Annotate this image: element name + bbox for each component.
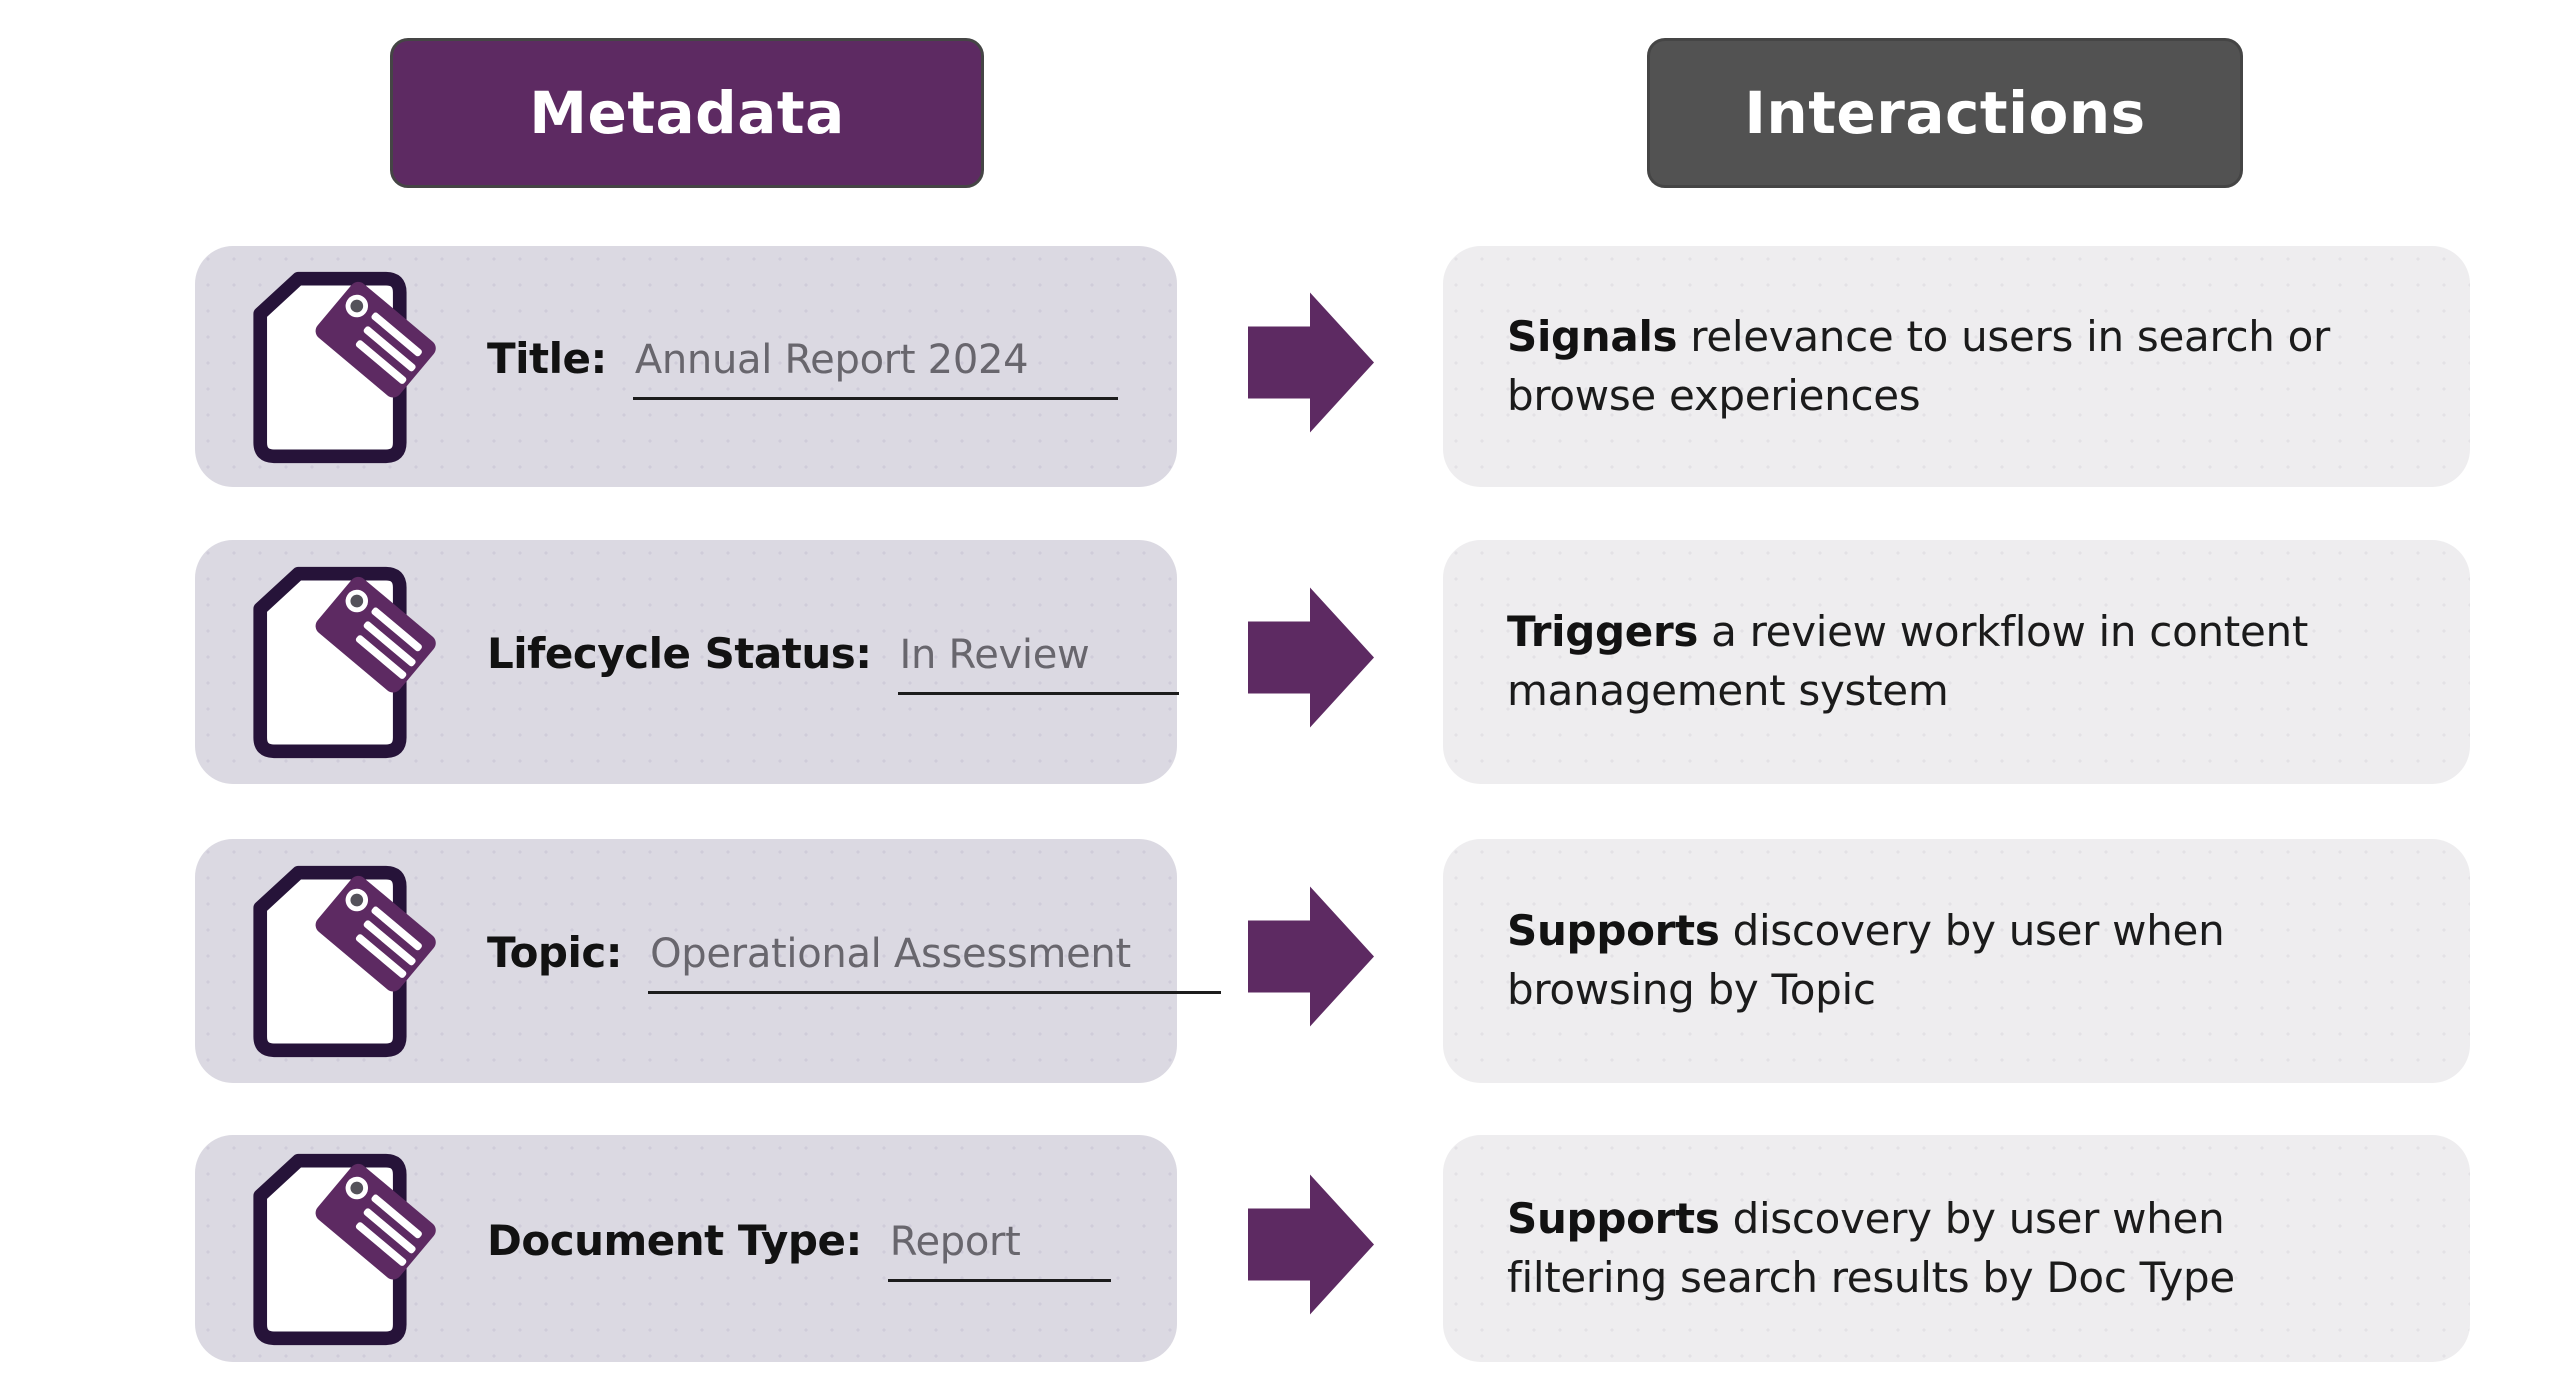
metadata-row-lifecycle-status: Lifecycle Status: In Review Triggers a r… [0, 540, 2560, 784]
metadata-row-title: Title: Annual Report 2024 Signals releva… [0, 246, 2560, 487]
header-pill-interactions-label: Interactions [1744, 79, 2146, 147]
interaction-keyword: Supports [1507, 1193, 1720, 1243]
interaction-card: Signals relevance to users in search or … [1443, 246, 2470, 487]
interaction-line2: management system [1507, 666, 1949, 715]
interaction-line1: discovery by user when [1719, 1193, 2225, 1243]
metadata-card: Lifecycle Status: In Review [195, 540, 1180, 784]
metadata-row-document-type: Document Type: Report Supports discovery… [0, 1135, 2560, 1362]
interaction-keyword: Supports [1507, 906, 1720, 956]
header-pill-metadata: Metadata [390, 38, 984, 188]
document-with-tag-icon [251, 1149, 447, 1349]
interaction-line1: discovery by user when [1719, 906, 2225, 956]
field-label: Lifecycle Status: [487, 629, 872, 678]
metadata-field: Topic: Operational Assessment [487, 928, 1221, 994]
interaction-keyword: Triggers [1507, 607, 1699, 657]
interaction-text: Supports discovery by user when browsing… [1507, 902, 2225, 1020]
field-value: Annual Report 2024 [632, 337, 1119, 400]
metadata-card: Topic: Operational Assessment [195, 839, 1221, 1083]
interaction-text: Triggers a review workflow in content ma… [1507, 603, 2308, 721]
document-with-tag-icon [251, 267, 447, 467]
interaction-line2: filtering search results by Doc Type [1507, 1252, 2235, 1302]
arrow-right-icon [1248, 1168, 1374, 1320]
interaction-line1: a review workflow in content [1698, 607, 2308, 657]
interaction-line2: browse experiences [1507, 370, 1921, 420]
interaction-line1: relevance to users in search or [1677, 311, 2331, 361]
field-value: Operational Assessment [648, 931, 1221, 994]
field-label: Title: [487, 333, 607, 383]
metadata-row-topic: Topic: Operational Assessment Supports d… [0, 839, 2560, 1083]
interaction-keyword: Signals [1507, 311, 1678, 361]
arrow-right-icon [1248, 880, 1374, 1032]
document-with-tag-icon [251, 861, 447, 1061]
field-value: In Review [897, 632, 1180, 695]
interaction-text: Signals relevance to users in search or … [1507, 308, 2330, 426]
header-pill-interactions: Interactions [1647, 38, 2243, 188]
metadata-field: Lifecycle Status: In Review [487, 629, 1180, 695]
arrow-right-icon [1248, 581, 1374, 733]
metadata-card: Document Type: Report [195, 1135, 1177, 1362]
field-value: Report [887, 1219, 1111, 1282]
interaction-line2: browsing by Topic [1507, 965, 1876, 1014]
interaction-card: Supports discovery by user when filterin… [1443, 1135, 2470, 1362]
field-label: Document Type: [487, 1215, 862, 1265]
metadata-field: Document Type: Report [487, 1216, 1111, 1282]
document-with-tag-icon [251, 562, 447, 762]
metadata-field: Title: Annual Report 2024 [487, 333, 1119, 400]
arrow-right-icon [1248, 286, 1374, 438]
field-label: Topic: [487, 928, 623, 977]
interaction-card: Triggers a review workflow in content ma… [1443, 540, 2470, 784]
interaction-card: Supports discovery by user when browsing… [1443, 839, 2470, 1083]
header-pill-metadata-label: Metadata [529, 79, 845, 147]
metadata-card: Title: Annual Report 2024 [195, 246, 1177, 487]
interaction-text: Supports discovery by user when filterin… [1507, 1190, 2235, 1308]
